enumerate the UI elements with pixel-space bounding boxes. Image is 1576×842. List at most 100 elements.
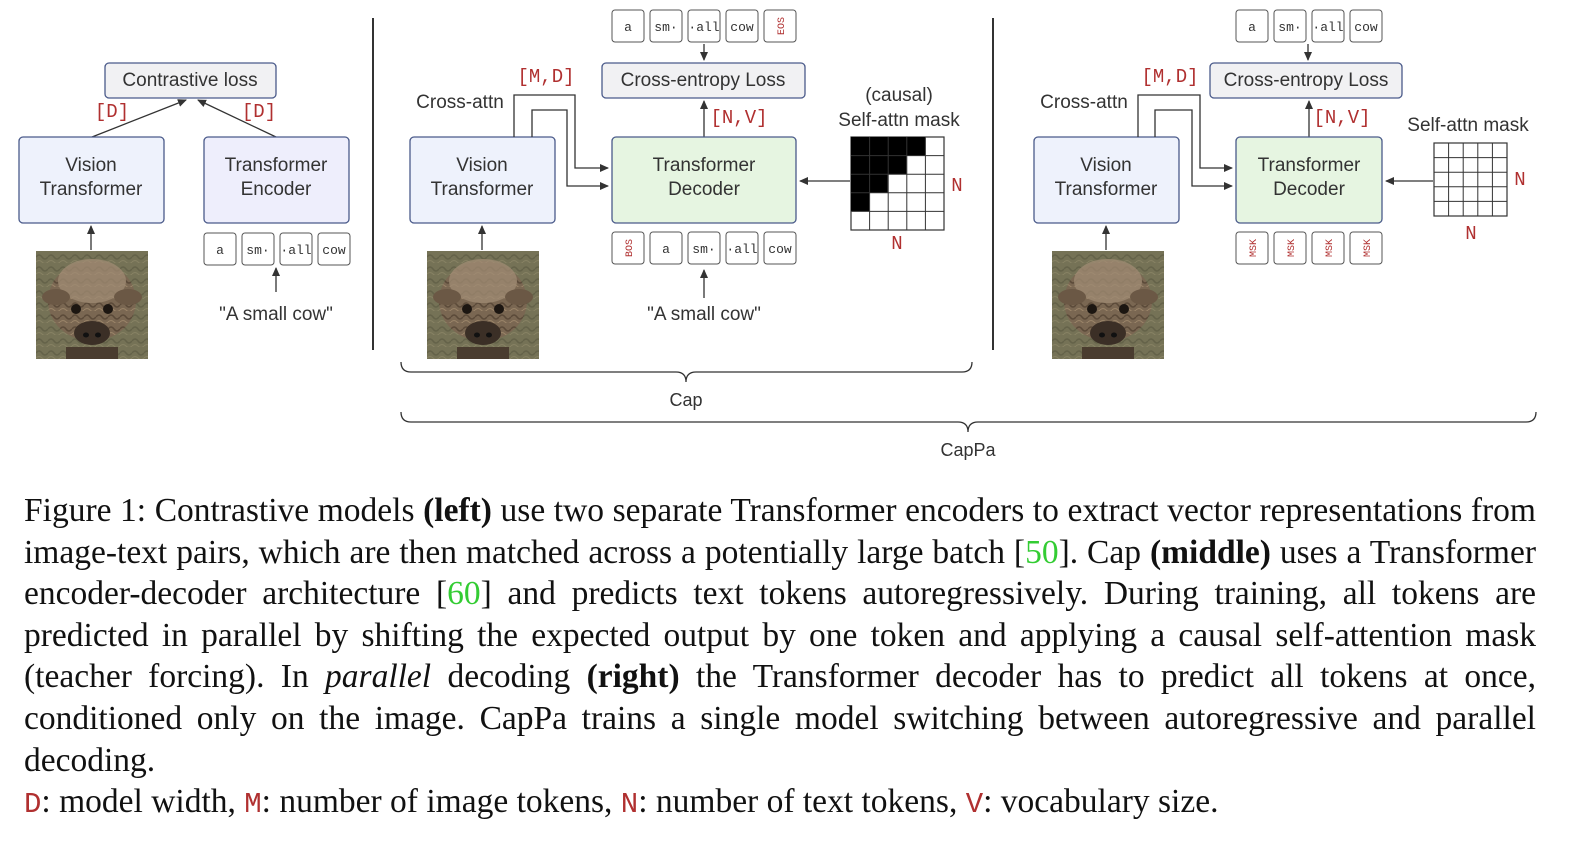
contrastive-section: Contrastive loss [D] [D] Vision Transfor… xyxy=(18,62,351,359)
vision-transformer-label-2: Transformer xyxy=(431,179,534,200)
caption-text: ] and predicts text tokens autoregressiv… xyxy=(24,575,1536,696)
caption-text: the Transformer decoder has to predict a… xyxy=(24,658,1536,779)
token: sm· xyxy=(1278,20,1301,35)
caption-bold-middle: (middle) xyxy=(1149,533,1271,571)
dim-label-md: [M,D] xyxy=(517,66,574,88)
caption-text: decoding xyxy=(431,658,587,696)
caption-text: ]. Cap xyxy=(1058,533,1150,571)
dim-label-d-right: [D] xyxy=(242,101,276,123)
token: ·all xyxy=(1312,20,1343,35)
cow-image xyxy=(1052,251,1164,359)
mask-n-right: N xyxy=(951,175,962,197)
caption-legend: D: model width, M: number of image token… xyxy=(24,781,1536,826)
vision-transformer-label-1: Vision xyxy=(65,155,116,176)
text-input-label: "A small cow" xyxy=(219,304,333,325)
dim-label-nv: [N,V] xyxy=(1313,107,1370,129)
mask-n-right: N xyxy=(1514,169,1525,191)
transformer-decoder-box xyxy=(1235,136,1383,224)
legend-text: : model width, xyxy=(41,783,245,821)
token: a xyxy=(1248,20,1256,35)
legend-text: : vocabulary size. xyxy=(983,783,1219,821)
vision-transformer-box xyxy=(18,136,165,224)
contrastive-loss-box xyxy=(104,62,277,99)
token: a xyxy=(624,20,632,35)
token: ·all xyxy=(726,242,757,257)
eos-token: EOS xyxy=(777,17,788,35)
transformer-decoder-box xyxy=(611,136,797,224)
token: ·all xyxy=(688,20,719,35)
token: a xyxy=(216,243,224,258)
decoder-input-tokens: BOS a sm· ·all cow xyxy=(611,231,797,265)
brace-cap-label: Cap xyxy=(669,390,702,410)
full-attention-mask xyxy=(1433,142,1508,217)
msk-token: MSK xyxy=(1249,239,1260,257)
token: ·all xyxy=(280,243,311,258)
transformer-decoder-label-1: Transformer xyxy=(653,155,756,176)
transformer-decoder-label-2: Decoder xyxy=(1273,179,1345,200)
vision-transformer-box xyxy=(1033,136,1180,224)
transformer-encoder-box xyxy=(203,136,350,224)
vision-transformer-label-1: Vision xyxy=(1080,155,1131,176)
citation-link[interactable]: 60 xyxy=(447,575,481,613)
msk-token: MSK xyxy=(1325,239,1336,257)
token: a xyxy=(662,242,670,257)
cross-attn-label: Cross-attn xyxy=(416,92,504,113)
cow-image xyxy=(427,251,539,359)
caption-text: uses a Transformer encoder-decoder archi… xyxy=(24,533,1536,613)
token: sm· xyxy=(246,243,269,258)
token: cow xyxy=(1354,20,1378,35)
cap-section: a sm· ·all cow EOS Cross-entropy Loss [N… xyxy=(400,9,973,410)
legend-symbol-d: D xyxy=(24,788,42,822)
decoder-input-tokens: MSK MSK MSK MSK xyxy=(1235,231,1383,265)
encoder-input-tokens: a sm· ·all cow xyxy=(203,232,351,266)
caption-text: use two separate Transformer encoders to… xyxy=(24,492,1536,571)
legend-text: : number of image tokens, xyxy=(261,783,621,821)
legend-symbol-m: M xyxy=(244,788,262,822)
cross-entropy-loss-box xyxy=(1209,62,1403,99)
caption-paragraph: Figure 1: Contrastive models (left) use … xyxy=(24,490,1536,781)
bos-token: BOS xyxy=(625,239,636,257)
caption-bold-right: (right) xyxy=(586,658,680,696)
citation-link[interactable]: 50 xyxy=(1025,533,1059,571)
decoder-output-tokens: a sm· ·all cow xyxy=(1235,9,1383,43)
mask-n-bottom: N xyxy=(1465,223,1476,245)
brace-cap xyxy=(400,361,973,383)
contrastive-loss-label: Contrastive loss xyxy=(122,70,257,91)
vision-transformer-box xyxy=(409,136,556,224)
token: cow xyxy=(322,243,346,258)
cow-image xyxy=(36,251,148,359)
cross-attn-label: Cross-attn xyxy=(1040,92,1128,113)
mask-label-1: (causal) xyxy=(865,85,933,106)
legend-symbol-n: N xyxy=(620,788,639,822)
caption-text: Figure 1: Contrastive models xyxy=(24,492,424,529)
legend-symbol-v: V xyxy=(965,788,984,822)
text-input-label: "A small cow" xyxy=(647,304,761,325)
cross-entropy-loss-label: Cross-entropy Loss xyxy=(621,70,786,91)
dim-label-d-left: [D] xyxy=(95,101,129,123)
vision-transformer-label-1: Vision xyxy=(456,155,507,176)
caption-bold-left: (left) xyxy=(423,492,492,529)
transformer-decoder-label-2: Decoder xyxy=(668,179,740,200)
legend-text: : number of text tokens, xyxy=(638,783,966,821)
architecture-figure: Contrastive loss [D] [D] Vision Transfor… xyxy=(18,9,1537,460)
vision-transformer-label-2: Transformer xyxy=(40,179,143,200)
causal-attention-mask xyxy=(850,136,945,231)
cross-entropy-loss-box xyxy=(601,62,806,99)
dim-label-nv: [N,V] xyxy=(710,107,767,129)
figure-caption: Figure 1: Contrastive models (left) use … xyxy=(24,490,1536,826)
msk-token: MSK xyxy=(1287,239,1298,257)
mask-label-2: Self-attn mask xyxy=(838,110,960,131)
token: cow xyxy=(768,242,792,257)
transformer-decoder-label-1: Transformer xyxy=(1258,155,1361,176)
dim-label-md: [M,D] xyxy=(1141,66,1198,88)
brace-cappa-label: CapPa xyxy=(940,440,996,460)
mask-label: Self-attn mask xyxy=(1407,115,1529,136)
token: sm· xyxy=(692,242,715,257)
transformer-encoder-label-1: Transformer xyxy=(225,155,328,176)
decoder-output-tokens: a sm· ·all cow EOS xyxy=(611,9,797,43)
caption-italic-parallel: parallel xyxy=(325,658,432,696)
token: cow xyxy=(730,20,754,35)
parallel-section: a sm· ·all cow Cross-entropy Loss [N,V] … xyxy=(1033,9,1529,359)
msk-token: MSK xyxy=(1363,239,1374,257)
token: sm· xyxy=(654,20,677,35)
